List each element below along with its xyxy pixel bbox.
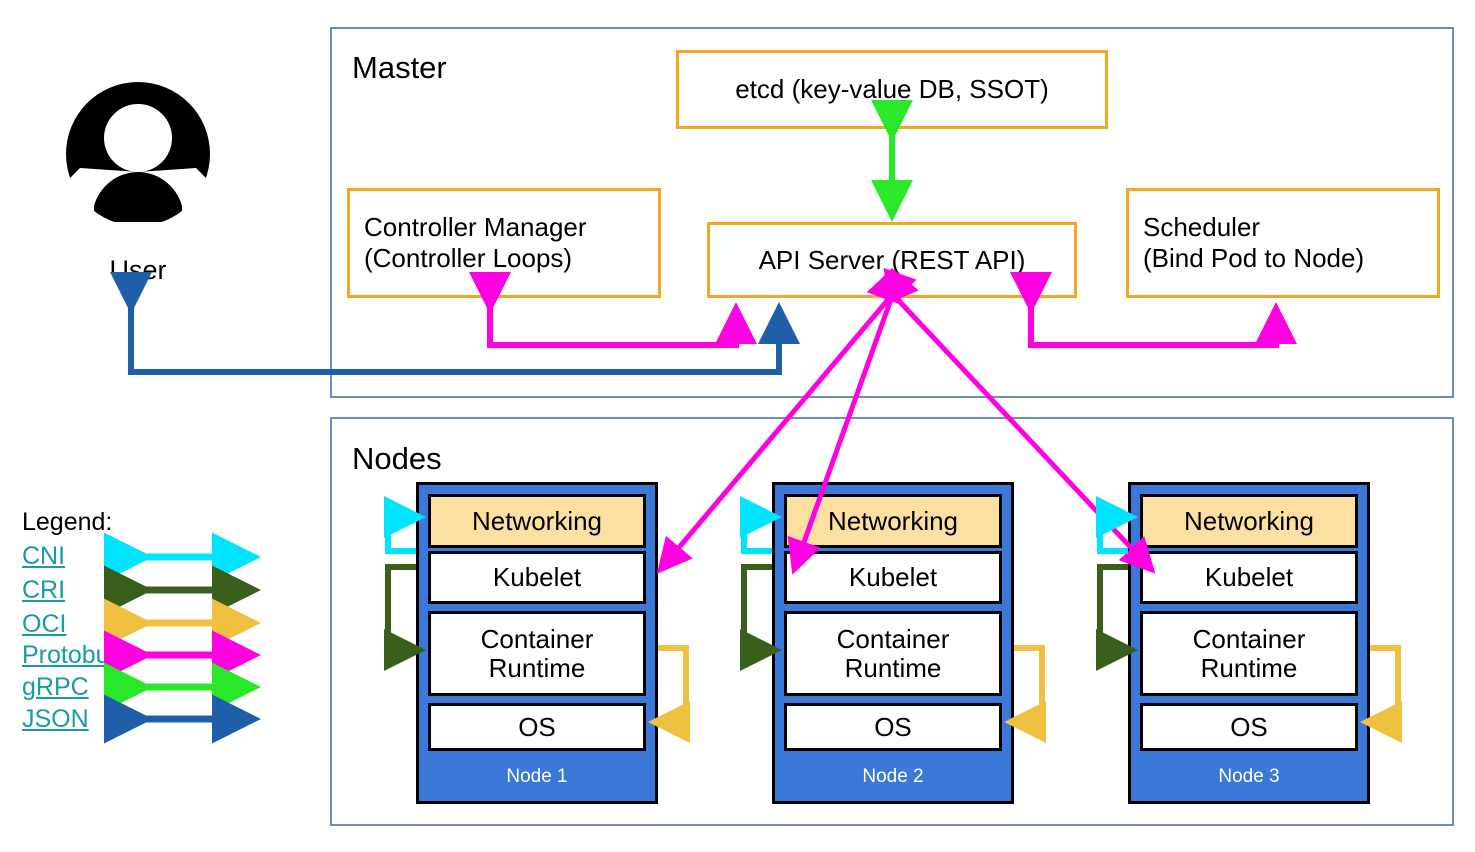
node-3-runtime-label-line1: Container bbox=[1192, 623, 1306, 654]
node-1-kubelet-label: Kubelet bbox=[492, 562, 582, 593]
node-3-os-layer[interactable]: OS bbox=[1140, 703, 1358, 751]
node-1-runtime-layer[interactable]: Container Runtime bbox=[428, 611, 646, 696]
node-card-1[interactable]: Networking Kubelet Container Runtime OS … bbox=[416, 482, 658, 804]
node-1-os-label: OS bbox=[518, 711, 556, 742]
node-2-os-layer[interactable]: OS bbox=[784, 703, 1002, 751]
api-server-label: API Server (REST API) bbox=[758, 244, 1026, 275]
nodes-title: Nodes bbox=[352, 441, 442, 476]
legend-title: Legend: bbox=[22, 508, 113, 536]
node-2-networking-label: Networking bbox=[827, 505, 959, 536]
api-server-box[interactable]: API Server (REST API) bbox=[707, 222, 1077, 298]
node-1-os-layer[interactable]: OS bbox=[428, 703, 646, 751]
node-2-os-label: OS bbox=[874, 711, 912, 742]
legend-item-protobuf[interactable]: Protobuf bbox=[22, 641, 117, 669]
controller-manager-box[interactable]: Controller Manager (Controller Loops) bbox=[347, 188, 661, 298]
controller-manager-label-line2: (Controller Loops) bbox=[364, 243, 573, 273]
node-1-runtime-label-line1: Container bbox=[480, 623, 594, 654]
node-2-runtime-layer[interactable]: Container Runtime bbox=[784, 611, 1002, 696]
node-1-runtime-label-line2: Runtime bbox=[488, 652, 586, 683]
user-avatar bbox=[60, 80, 216, 228]
scheduler-box[interactable]: Scheduler (Bind Pod to Node) bbox=[1126, 188, 1440, 298]
node-2-name: Node 2 bbox=[862, 766, 924, 787]
etcd-label: etcd (key-value DB, SSOT) bbox=[735, 74, 1049, 105]
node-3-runtime-label-line2: Runtime bbox=[1200, 652, 1298, 683]
user-avatar-icon bbox=[60, 82, 216, 228]
node-2-networking-layer[interactable]: Networking bbox=[784, 494, 1002, 548]
node-card-3[interactable]: Networking Kubelet Container Runtime OS … bbox=[1128, 482, 1370, 804]
scheduler-label-line1: Scheduler bbox=[1143, 212, 1261, 243]
node-3-networking-label: Networking bbox=[1183, 505, 1315, 536]
user-label: User bbox=[109, 255, 167, 285]
legend-item-oci[interactable]: OCI bbox=[22, 610, 67, 638]
node-2-runtime-label-line2: Runtime bbox=[844, 652, 942, 683]
legend-item-cni[interactable]: CNI bbox=[22, 542, 66, 570]
node-3-kubelet-label: Kubelet bbox=[1204, 562, 1294, 593]
node-3-kubelet-layer[interactable]: Kubelet bbox=[1140, 551, 1358, 604]
node-3-name: Node 3 bbox=[1218, 766, 1280, 787]
controller-manager-label-line1: Controller Manager bbox=[364, 212, 587, 243]
node-1-name: Node 1 bbox=[506, 766, 568, 787]
node-1-networking-label: Networking bbox=[471, 505, 603, 536]
legend-item-cri[interactable]: CRI bbox=[22, 576, 66, 604]
node-3-runtime-layer[interactable]: Container Runtime bbox=[1140, 611, 1358, 696]
legend-item-grpc[interactable]: gRPC bbox=[22, 673, 89, 701]
node-2-runtime-label-line1: Container bbox=[836, 623, 950, 654]
scheduler-label-line2: (Bind Pod to Node) bbox=[1143, 243, 1365, 273]
node-3-os-label: OS bbox=[1230, 711, 1268, 742]
node-1-networking-layer[interactable]: Networking bbox=[428, 494, 646, 548]
legend-item-json[interactable]: JSON bbox=[22, 705, 89, 733]
node-card-2[interactable]: Networking Kubelet Container Runtime OS … bbox=[772, 482, 1014, 804]
node-2-kubelet-label: Kubelet bbox=[848, 562, 938, 593]
node-3-networking-layer[interactable]: Networking bbox=[1140, 494, 1358, 548]
master-title: Master bbox=[352, 50, 447, 85]
node-2-kubelet-layer[interactable]: Kubelet bbox=[784, 551, 1002, 604]
node-1-kubelet-layer[interactable]: Kubelet bbox=[428, 551, 646, 604]
etcd-box[interactable]: etcd (key-value DB, SSOT) bbox=[676, 50, 1108, 129]
